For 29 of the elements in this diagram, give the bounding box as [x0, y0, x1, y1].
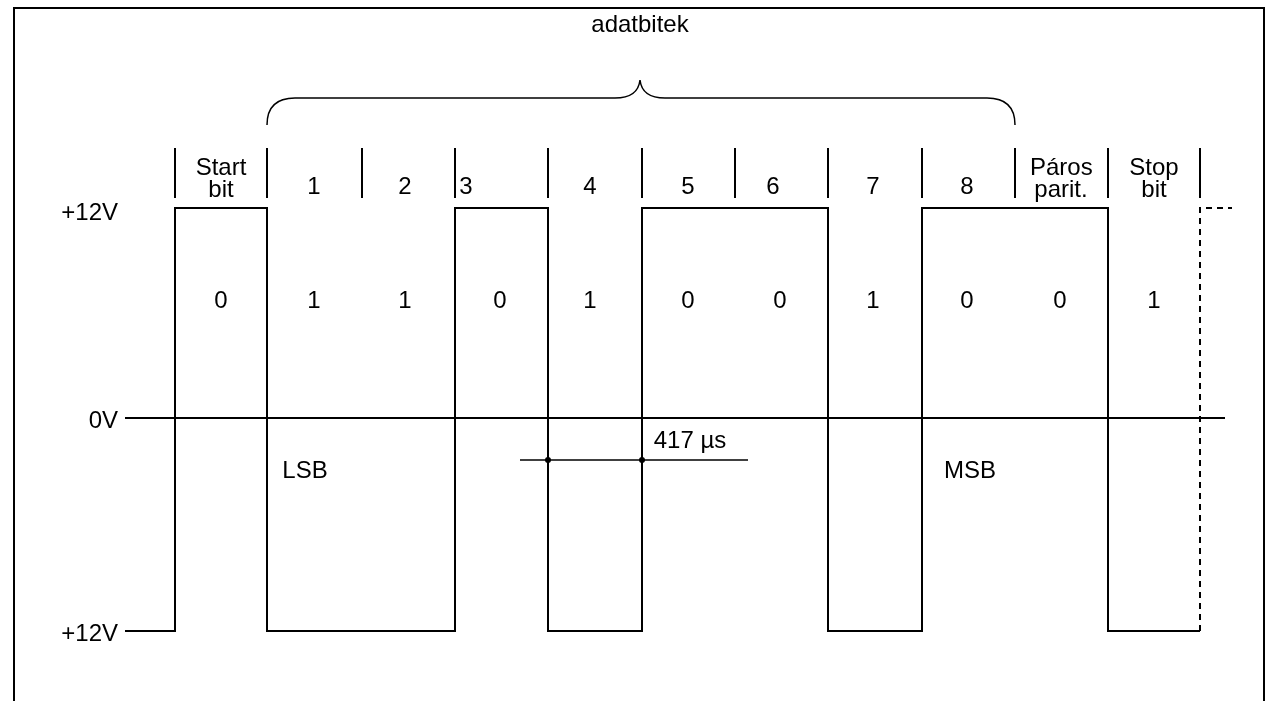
- duration-label: 417 µs: [653, 429, 727, 451]
- bit-value: 0: [960, 289, 974, 311]
- bit-label: 7: [866, 175, 880, 197]
- bit-value: 1: [398, 289, 412, 311]
- bit-value: 0: [773, 289, 787, 311]
- bit-value: 1: [307, 289, 321, 311]
- bit-label: Stop bit: [1128, 156, 1180, 200]
- bit-label: 3: [459, 175, 473, 197]
- bit-label: 2: [398, 175, 412, 197]
- bit-label: 4: [583, 175, 597, 197]
- bit-order-label: LSB: [282, 459, 328, 481]
- bit-value: 1: [866, 289, 880, 311]
- bit-value: 0: [681, 289, 695, 311]
- voltage-label: +12V: [61, 622, 118, 644]
- bit-label: 6: [766, 175, 780, 197]
- bit-label: 5: [681, 175, 695, 197]
- bit-label: 1: [307, 175, 321, 197]
- bit-label: Start bit: [195, 156, 247, 200]
- voltage-label: +12V: [61, 201, 118, 223]
- bit-order-label: MSB: [944, 459, 996, 481]
- voltage-label: 0V: [88, 409, 118, 431]
- bit-value: 0: [493, 289, 507, 311]
- bit-value: 0: [1053, 289, 1067, 311]
- bit-label: Páros parit.: [1030, 156, 1092, 200]
- bit-value: 1: [583, 289, 597, 311]
- group-label: adatbitek: [591, 13, 689, 35]
- bit-value: 0: [214, 289, 228, 311]
- bit-value: 1: [1147, 289, 1161, 311]
- bit-label: 8: [960, 175, 974, 197]
